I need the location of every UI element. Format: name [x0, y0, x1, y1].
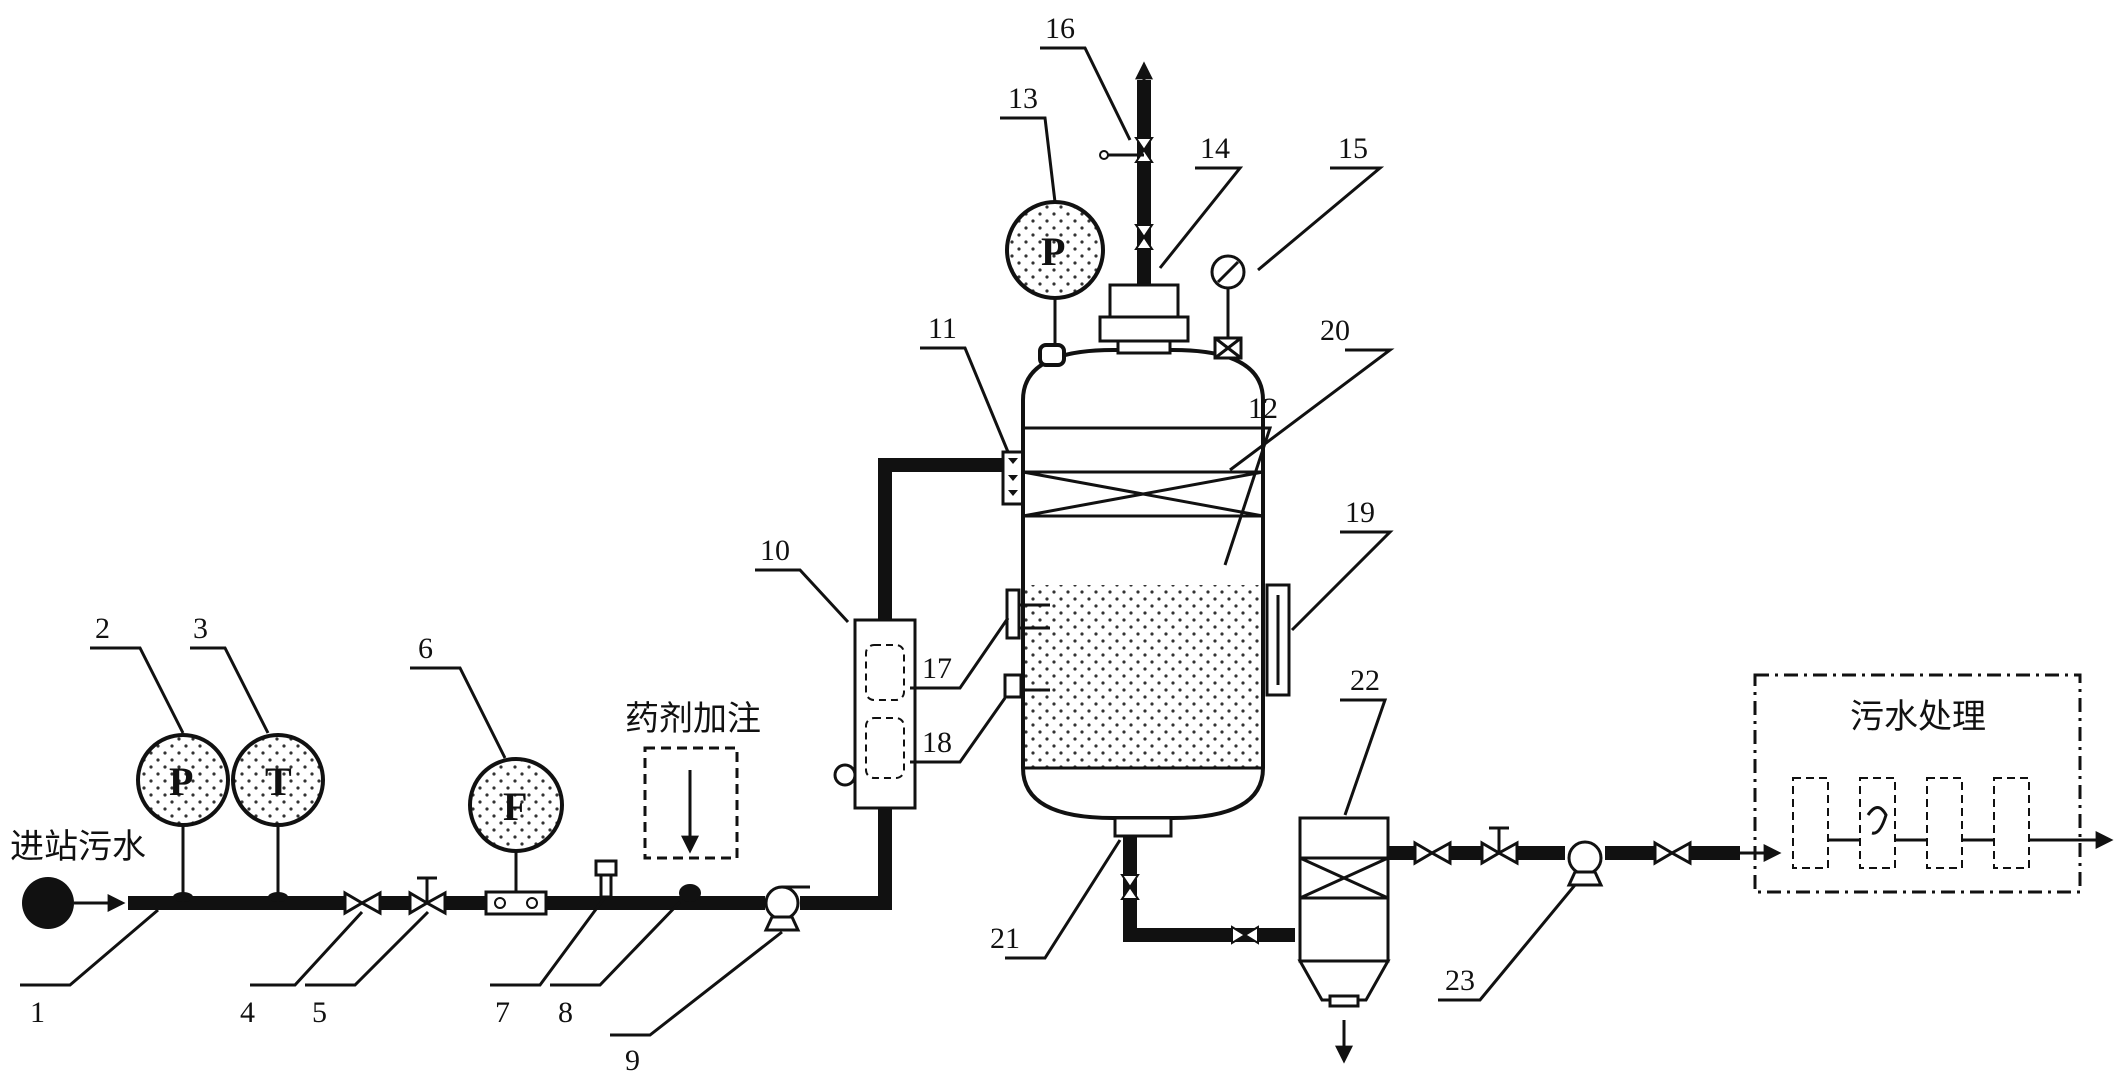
callout-15: 15: [1338, 132, 1368, 165]
inlet-label: 进站污水: [10, 827, 146, 867]
inlet-source: [22, 877, 126, 929]
callout-23: 23: [1445, 964, 1475, 997]
callout-11: 11: [928, 312, 957, 345]
level-probe-17: [1005, 588, 1050, 640]
callout-19: 19: [1345, 496, 1375, 529]
callout-21: 21: [990, 922, 1020, 955]
callout-4: 4: [240, 996, 255, 1029]
wastewater-treatment-unit: [1753, 673, 2114, 894]
flow-meter-6: F: [468, 757, 564, 916]
level-switch-18: [1003, 673, 1050, 699]
safety-valve-15: [1210, 254, 1246, 360]
pump-9: [763, 885, 810, 932]
callout-12: 12: [1248, 392, 1278, 425]
gauge-13-letter: P: [1041, 229, 1065, 274]
pump-23: [1566, 840, 1604, 887]
callout-20: 20: [1320, 314, 1350, 347]
valve-4: [343, 890, 382, 916]
callout-17: 17: [922, 652, 952, 685]
callout-13: 13: [1008, 82, 1038, 115]
callout-14: 14: [1200, 132, 1230, 165]
inlet-pipe: [128, 858, 892, 910]
callout-numbers: 1 2 3 4 5 6 7 8 9 10 11 12 13 14 15 16 1…: [30, 12, 1475, 1077]
callout-9: 9: [625, 1044, 640, 1077]
riser-pipe: [878, 458, 1003, 858]
callout-18: 18: [922, 726, 952, 759]
callout-6: 6: [418, 632, 433, 665]
treatment-label: 污水处理: [1850, 697, 1986, 737]
callout-10: 10: [760, 534, 790, 567]
gauge-2-letter: P: [169, 759, 193, 804]
valve-5: [408, 876, 447, 916]
callout-leaders: [20, 46, 1577, 1037]
gas-outlet-14: [1098, 283, 1190, 355]
outlet-pipe: [1388, 826, 1782, 866]
inlet-nozzle-11: [1001, 450, 1025, 506]
callout-5: 5: [312, 996, 327, 1029]
filter-10: [833, 618, 917, 810]
callout-7: 7: [495, 996, 510, 1029]
callout-3: 3: [193, 612, 208, 645]
sampling-point-7: [594, 859, 618, 899]
gauge-3-letter: T: [265, 759, 292, 804]
pressure-gauge-2: P: [136, 733, 230, 902]
pressure-gauge-13: P: [1005, 200, 1105, 367]
callout-22: 22: [1350, 664, 1380, 697]
gas-vent-line-16: [1099, 61, 1154, 285]
settling-tank-22: [1297, 816, 1391, 1064]
dosing-unit: [643, 746, 739, 902]
dosing-label: 药剂加注: [625, 699, 761, 739]
callout-2: 2: [95, 612, 110, 645]
separator-vessel-12: [1021, 348, 1265, 820]
callout-8: 8: [558, 996, 573, 1029]
callout-1: 1: [30, 996, 45, 1029]
gauge-6-letter: F: [503, 784, 527, 829]
sight-glass-19: [1265, 583, 1291, 697]
callout-16: 16: [1045, 12, 1075, 45]
bottom-outlet-21: [1113, 816, 1295, 945]
temperature-gauge-3: T: [231, 733, 325, 902]
